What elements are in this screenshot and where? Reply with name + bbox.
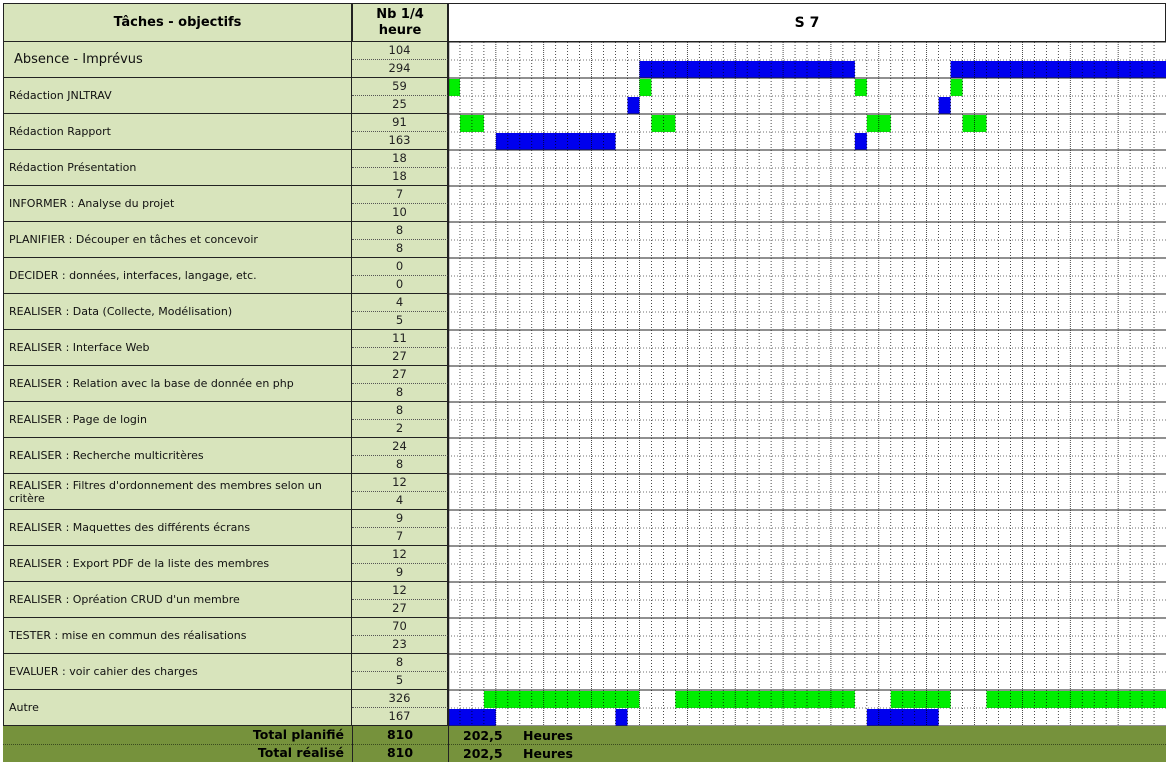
actual-quarter-hours[interactable]: 294 xyxy=(352,60,448,78)
task-label[interactable]: REALISER : Opréation CRUD d'un membre xyxy=(3,582,352,618)
task-label[interactable]: REALISER : Page de login xyxy=(3,402,352,438)
planned-quarter-hours[interactable]: 7 xyxy=(352,186,448,204)
totals-divider xyxy=(448,726,449,762)
task-label[interactable]: Absence - Imprévus xyxy=(3,42,352,78)
task-label[interactable]: EVALUER : voir cahier des charges xyxy=(3,654,352,690)
planned-bar xyxy=(483,691,640,708)
actual-quarter-hours[interactable]: 4 xyxy=(352,492,448,510)
task-label[interactable]: REALISER : Relation avec la base de donn… xyxy=(3,366,352,402)
task-label[interactable]: REALISER : Export PDF de la liste des me… xyxy=(3,546,352,582)
total-actual-hours: 202,5 xyxy=(463,746,503,761)
planned-quarter-hours[interactable]: 18 xyxy=(352,150,448,168)
actual-quarter-hours[interactable]: 8 xyxy=(352,384,448,402)
task-label[interactable]: Rédaction Rapport xyxy=(3,114,352,150)
actual-bar xyxy=(938,97,951,114)
total-planned-unit: Heures xyxy=(523,728,573,743)
task-label[interactable]: REALISER : Maquettes des différents écra… xyxy=(3,510,352,546)
totals-divider xyxy=(352,726,353,762)
actual-quarter-hours[interactable]: 5 xyxy=(352,312,448,330)
planned-quarter-hours[interactable]: 8 xyxy=(352,654,448,672)
task-label[interactable]: DECIDER : données, interfaces, langage, … xyxy=(3,258,352,294)
planned-quarter-hours[interactable]: 70 xyxy=(352,618,448,636)
planned-bar xyxy=(854,79,867,96)
total-planned-hours: 202,5 xyxy=(463,728,503,743)
actual-quarter-hours[interactable]: 0 xyxy=(352,276,448,294)
actual-quarter-hours[interactable]: 2 xyxy=(352,420,448,438)
actual-quarter-hours[interactable]: 9 xyxy=(352,564,448,582)
actual-quarter-hours[interactable]: 18 xyxy=(352,168,448,186)
total-planned-value: 810 xyxy=(386,727,414,742)
planned-quarter-hours[interactable]: 326 xyxy=(352,690,448,708)
planned-bar xyxy=(866,115,891,132)
planned-quarter-hours[interactable]: 91 xyxy=(352,114,448,132)
task-label[interactable]: Rédaction Présentation xyxy=(3,150,352,186)
week-label: S 7 xyxy=(794,14,820,31)
total-actual-value: 810 xyxy=(386,745,414,760)
planned-bar xyxy=(890,691,951,708)
total-actual-label: Total réalisé xyxy=(257,745,344,760)
planned-quarter-hours[interactable]: 104 xyxy=(352,42,448,60)
planned-bar xyxy=(448,79,460,96)
planned-quarter-hours[interactable]: 8 xyxy=(352,222,448,240)
task-label[interactable]: TESTER : mise en commun des réalisations xyxy=(3,618,352,654)
actual-quarter-hours[interactable]: 27 xyxy=(352,348,448,366)
actual-quarter-hours[interactable]: 27 xyxy=(352,600,448,618)
planned-quarter-hours[interactable]: 12 xyxy=(352,546,448,564)
planned-quarter-hours[interactable]: 9 xyxy=(352,510,448,528)
actual-quarter-hours[interactable]: 10 xyxy=(352,204,448,222)
planned-quarter-hours[interactable]: 8 xyxy=(352,402,448,420)
task-label[interactable]: REALISER : Filtres d'ordonnement des mem… xyxy=(3,474,352,510)
task-label[interactable]: REALISER : Data (Collecte, Modélisation) xyxy=(3,294,352,330)
planned-quarter-hours[interactable]: 59 xyxy=(352,78,448,96)
task-label[interactable]: Autre xyxy=(3,690,352,726)
quarter-header-line2: heure xyxy=(378,22,422,38)
planned-bar xyxy=(950,79,963,96)
tasks-header-label: Tâches - objectifs xyxy=(113,14,242,30)
actual-quarter-hours[interactable]: 7 xyxy=(352,528,448,546)
actual-quarter-hours[interactable]: 8 xyxy=(352,240,448,258)
planned-quarter-hours[interactable]: 4 xyxy=(352,294,448,312)
task-label[interactable]: PLANIFIER : Découper en tâches et concev… xyxy=(3,222,352,258)
actual-bar xyxy=(615,709,628,726)
total-planned-label: Total planifié xyxy=(252,727,344,742)
task-label[interactable]: INFORMER : Analyse du projet xyxy=(3,186,352,222)
planned-quarter-hours[interactable]: 12 xyxy=(352,582,448,600)
planned-quarter-hours[interactable]: 24 xyxy=(352,438,448,456)
week-header: S 7 xyxy=(448,3,1166,42)
gantt-grid-svg xyxy=(447,41,1166,727)
planned-bar xyxy=(962,115,987,132)
actual-bar xyxy=(627,97,640,114)
planned-quarter-hours[interactable]: 12 xyxy=(352,474,448,492)
total-actual-row: Total réalisé 810 202,5 Heures xyxy=(3,745,1166,762)
planned-bar xyxy=(639,79,652,96)
tasks-column-header: Tâches - objectifs xyxy=(3,3,352,42)
planned-bar xyxy=(675,691,855,708)
task-label[interactable]: REALISER : Interface Web xyxy=(3,330,352,366)
planned-quarter-hours[interactable]: 0 xyxy=(352,258,448,276)
actual-quarter-hours[interactable]: 23 xyxy=(352,636,448,654)
actual-quarter-hours[interactable]: 25 xyxy=(352,96,448,114)
planned-quarter-hours[interactable]: 11 xyxy=(352,330,448,348)
actual-quarter-hours[interactable]: 163 xyxy=(352,132,448,150)
planned-bar xyxy=(986,691,1166,708)
gantt-grid xyxy=(447,41,1166,727)
total-actual-unit: Heures xyxy=(523,746,573,761)
actual-quarter-hours[interactable]: 167 xyxy=(352,708,448,726)
actual-quarter-hours[interactable]: 5 xyxy=(352,672,448,690)
task-label[interactable]: REALISER : Recherche multicritères xyxy=(3,438,352,474)
actual-bar xyxy=(854,133,867,150)
planned-quarter-hours[interactable]: 27 xyxy=(352,366,448,384)
actual-quarter-hours[interactable]: 8 xyxy=(352,456,448,474)
task-label[interactable]: Rédaction JNLTRAV xyxy=(3,78,352,114)
total-planned-row: Total planifié 810 202,5 Heures xyxy=(3,726,1166,745)
quarter-hours-column-header: Nb 1/4 heure xyxy=(352,3,448,42)
quarter-header-line1: Nb 1/4 xyxy=(376,6,424,22)
